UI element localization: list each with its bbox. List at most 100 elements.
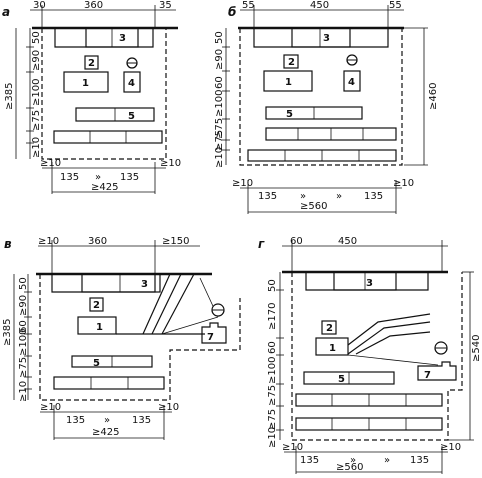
demo-table — [263, 70, 313, 92]
dim-left: 50 — [214, 31, 225, 44]
dim-bottom: ≥10 — [160, 158, 181, 169]
equipment-label: 1 — [82, 78, 89, 89]
dim-top: 450 — [310, 0, 329, 11]
equipment-label: 1 — [96, 322, 103, 333]
dim-bottom: » — [336, 191, 342, 202]
panel-letter: в — [4, 237, 12, 251]
demo-table — [315, 337, 349, 356]
equipment-label: 3 — [119, 33, 126, 44]
equipment-label: 5 — [338, 374, 345, 385]
teacher-desk — [81, 273, 161, 293]
equipment-2 — [84, 55, 99, 70]
dim-bottom: 135 — [364, 191, 383, 202]
dim-left: 60 — [267, 341, 278, 354]
equipment-label: 1 — [329, 343, 336, 354]
panel-b: б 55 450 55 3 2 1 4 5 — [214, 0, 439, 214]
equipment-label: 7 — [424, 370, 431, 381]
dim-top: ≥150 — [162, 236, 189, 247]
dim-left: ≥75 — [18, 357, 29, 378]
zone-outline — [291, 272, 463, 441]
demo-table — [77, 316, 117, 335]
equipment-label: 3 — [323, 33, 330, 44]
dim-left: ≥75 — [267, 409, 278, 430]
dim-top: 360 — [84, 0, 103, 11]
zone-outline — [239, 28, 403, 166]
equipment-2 — [321, 320, 337, 335]
dim-left: ≥75 — [267, 385, 278, 406]
equipment-label: 3 — [141, 279, 148, 290]
panel-d: г 60 450 3 2 1 7 5 — [258, 236, 482, 474]
front-area — [253, 28, 389, 48]
dim-left: ≥90 — [214, 49, 225, 70]
dim-left: ≥100 — [214, 90, 225, 117]
dim-bottom: ≥10 — [393, 178, 414, 189]
dim-bottom: 135 — [258, 191, 277, 202]
teacher-desk — [291, 27, 351, 48]
dim-bottom: » — [95, 172, 101, 183]
dim-top: ≥10 — [38, 236, 59, 247]
equipment-label: 5 — [286, 109, 293, 120]
dim-left: 60 — [18, 320, 29, 333]
panel-letter: б — [228, 5, 236, 19]
equipment-4 — [343, 70, 361, 92]
dim-bottom: » — [104, 415, 110, 426]
dim-top: 30 — [33, 0, 46, 11]
equipment-2 — [89, 297, 104, 312]
dim-left: ≥10 — [31, 137, 42, 158]
dim-left: ≥90 — [31, 50, 42, 71]
equipment-label: 2 — [288, 57, 295, 68]
fume-hood — [417, 361, 457, 381]
dim-left: ≥10 — [267, 427, 278, 448]
dim-overall: ≥560 — [336, 462, 363, 473]
equipment-label: 7 — [207, 332, 214, 343]
dim-overall: ≥425 — [91, 182, 118, 193]
dim-left: ≥170 — [267, 303, 278, 330]
dim-left: ≥10 — [18, 381, 29, 402]
dim-top: 60 — [290, 236, 303, 247]
dim-left: ≥100 — [18, 329, 29, 356]
equipment-label: 4 — [348, 77, 355, 88]
dim-bottom: 135 — [410, 455, 429, 466]
dim-left: ≥75 — [214, 118, 225, 139]
equipment-label: 5 — [93, 358, 100, 369]
panel-a: а 30 360 35 3 2 1 4 5 — [2, 0, 181, 194]
dim-overall: ≥385 — [4, 83, 15, 110]
dim-top: 360 — [88, 236, 107, 247]
front-area — [51, 274, 156, 293]
zone-outline — [41, 28, 167, 160]
dim-left: 60 — [214, 76, 225, 89]
fume-duct — [142, 273, 171, 335]
fume-hood — [201, 322, 227, 344]
equipment-4 — [123, 71, 141, 93]
dim-left: ≥10 — [214, 147, 225, 168]
dim-overall: ≥540 — [471, 335, 482, 362]
dim-bottom: 135 — [120, 172, 139, 183]
dim-bottom: ≥10 — [232, 178, 253, 189]
dim-left: ≥100 — [31, 79, 42, 106]
dim-bottom: 135 — [60, 172, 79, 183]
dim-bottom: » — [384, 455, 390, 466]
equipment-label: 2 — [93, 300, 100, 311]
equipment-label: 2 — [88, 58, 95, 69]
zone-outline — [39, 274, 241, 401]
fume-duct — [347, 313, 431, 346]
dim-bottom: 135 — [132, 415, 151, 426]
dim-left: ≥100 — [267, 357, 278, 384]
dim-overall: ≥425 — [92, 427, 119, 438]
dim-bottom: 135 — [66, 415, 85, 426]
equipment-2 — [283, 54, 299, 69]
equipment-label: 5 — [128, 111, 135, 122]
equipment-label: 4 — [128, 78, 135, 89]
dim-bottom: ≥10 — [40, 158, 61, 169]
dim-left: 50 — [31, 31, 42, 44]
dim-bottom: ≥10 — [282, 442, 303, 453]
dim-bottom: ≥10 — [40, 402, 61, 413]
dim-bottom: » — [300, 191, 306, 202]
equipment-label: 2 — [326, 323, 333, 334]
dim-bottom: ≥10 — [158, 402, 179, 413]
panel-letter: а — [2, 5, 10, 19]
dim-bottom: ≥10 — [440, 442, 461, 453]
demo-table — [63, 71, 109, 93]
dim-top: 55 — [242, 0, 255, 11]
